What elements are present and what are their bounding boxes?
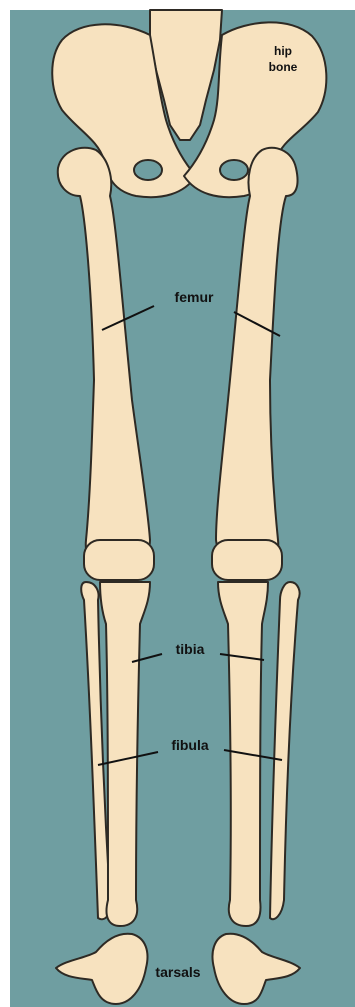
hip-bone-label-line1: hip: [274, 44, 292, 58]
fibula-label: fibula: [171, 737, 209, 753]
right-obturator-foramen: [220, 160, 248, 180]
tibia-label: tibia: [176, 641, 205, 657]
tarsals-label: tarsals: [155, 964, 200, 980]
left-knee: [84, 540, 154, 580]
hip-bone-label-line2: bone: [269, 60, 298, 74]
left-obturator-foramen: [134, 160, 162, 180]
right-knee: [212, 540, 282, 580]
femur-label: femur: [175, 289, 214, 305]
